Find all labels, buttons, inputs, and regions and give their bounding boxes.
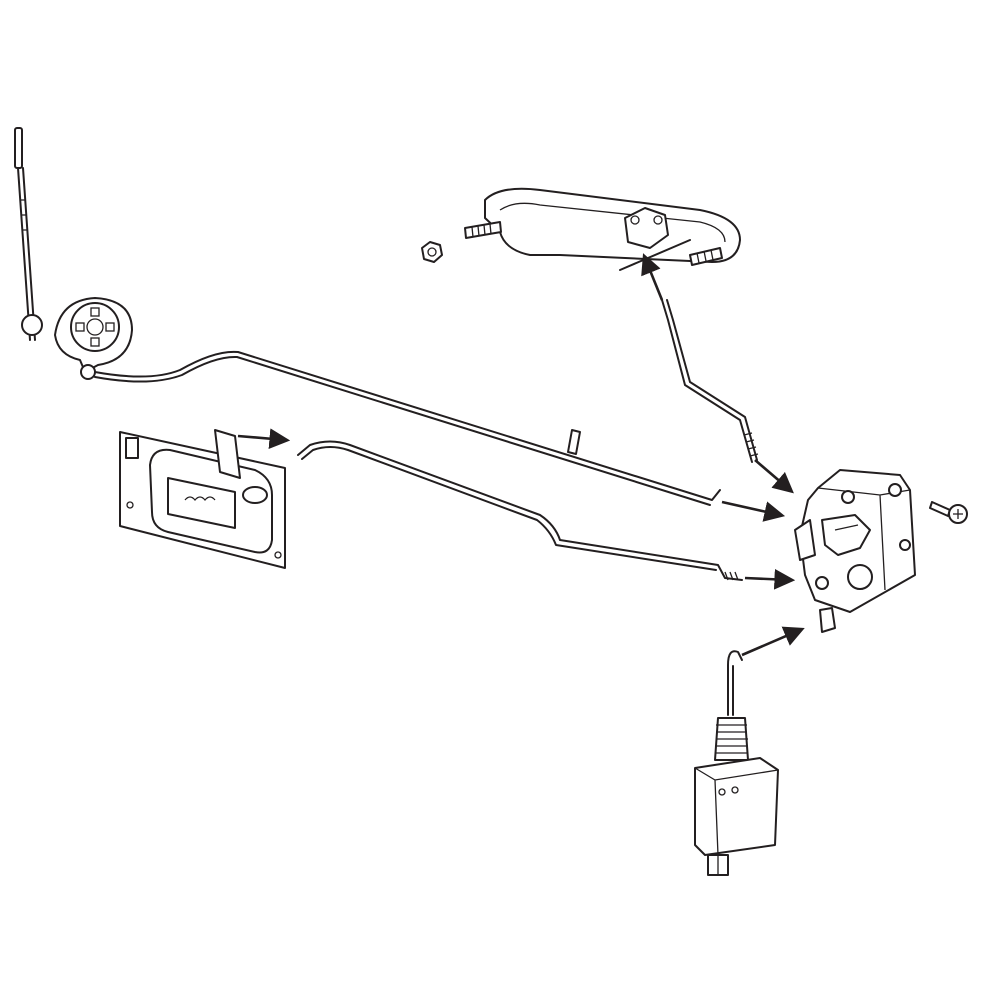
lock-bellcrank <box>21 297 133 380</box>
door-latch <box>794 469 916 633</box>
arrow-inside-rod-latch <box>744 568 796 590</box>
hex-nut <box>421 241 443 263</box>
handle-stud-right <box>689 247 723 266</box>
lock-connecting-rod <box>94 350 721 506</box>
latch-screw <box>929 501 968 524</box>
outside-door-handle <box>464 187 741 271</box>
outside-handle-rod <box>661 299 759 463</box>
arrow-lock-rod-latch <box>721 500 786 522</box>
assembly-arrows <box>237 253 805 657</box>
arrow-outside-rod-latch <box>754 459 794 494</box>
arrow-outside-handle <box>641 253 664 301</box>
arrow-actuator-latch <box>741 626 805 657</box>
door-lock-actuator <box>694 650 779 876</box>
lock-rod <box>14 127 36 341</box>
inside-door-handle <box>119 429 286 569</box>
handle-stud-left <box>464 221 502 239</box>
arrow-handle-rod <box>237 428 291 450</box>
inside-handle-rod <box>297 440 743 581</box>
